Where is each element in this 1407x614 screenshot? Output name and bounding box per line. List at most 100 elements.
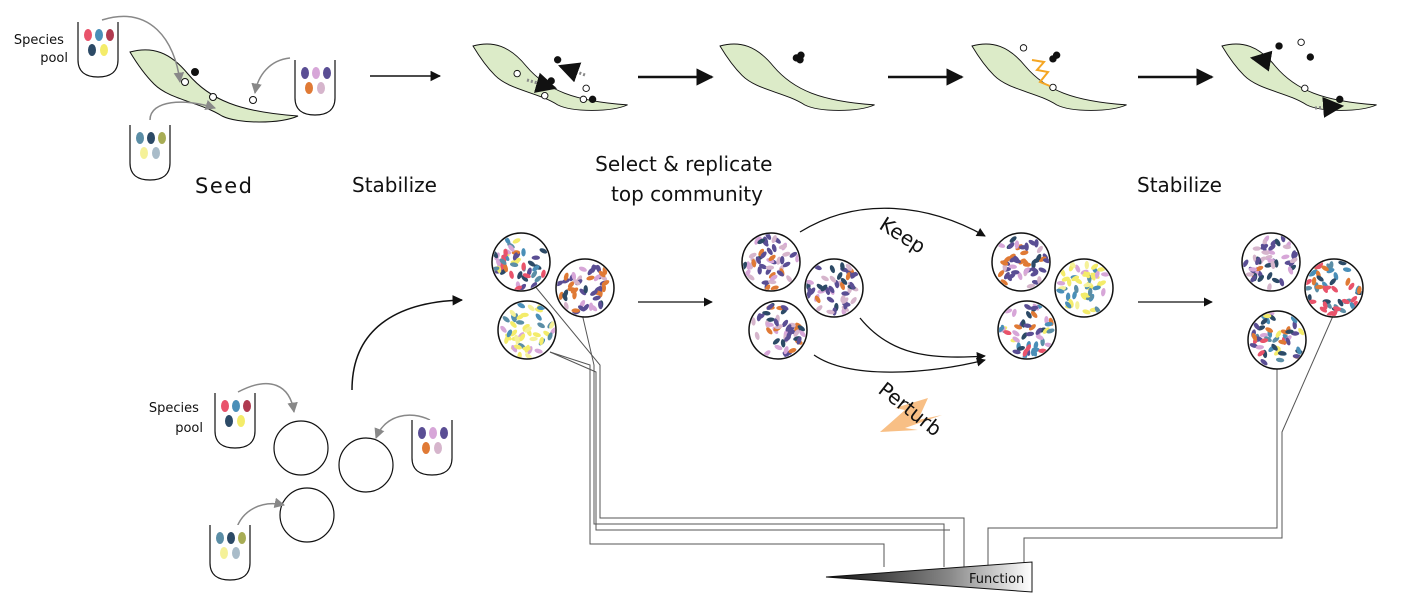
species-dot	[191, 68, 199, 76]
community-plate	[1054, 258, 1114, 318]
species-cell	[100, 44, 108, 56]
species-dot	[547, 77, 555, 85]
species-pool-beaker	[294, 60, 336, 116]
cell	[1065, 301, 1072, 309]
cell	[521, 248, 526, 257]
species-cell	[434, 442, 442, 454]
community-plate	[1247, 310, 1307, 370]
top-seed-arrows	[101, 15, 291, 121]
cell	[782, 319, 789, 328]
community-plate	[491, 232, 551, 292]
species-cell	[429, 427, 437, 439]
cell	[1281, 254, 1290, 260]
species-cell	[95, 29, 103, 41]
cell	[572, 279, 581, 286]
cell	[1092, 285, 1101, 291]
cell	[761, 280, 770, 285]
cell	[778, 244, 787, 250]
cell	[1350, 295, 1358, 303]
cell	[1255, 345, 1264, 350]
cell	[1261, 250, 1270, 255]
cell	[1332, 309, 1338, 316]
cell	[1328, 261, 1334, 270]
cell	[1056, 280, 1066, 286]
cell	[521, 275, 529, 282]
cell	[1034, 239, 1039, 248]
species-dot	[1297, 38, 1305, 46]
cell	[524, 344, 530, 353]
cell	[780, 305, 789, 311]
cell	[764, 284, 771, 290]
cell	[509, 262, 519, 267]
species-cell	[84, 29, 92, 41]
cell	[578, 266, 587, 272]
cell	[1275, 357, 1285, 363]
cell	[598, 270, 606, 278]
cell	[1316, 275, 1324, 282]
cell	[1257, 275, 1265, 282]
cell	[517, 302, 526, 309]
species-dot	[579, 95, 588, 104]
cell	[797, 325, 805, 332]
cell	[788, 348, 797, 354]
cell	[776, 256, 782, 265]
cell	[590, 304, 598, 312]
species-cell	[221, 400, 229, 412]
cell	[504, 236, 511, 245]
cell	[515, 320, 525, 325]
cell	[1044, 321, 1053, 327]
cell	[1003, 256, 1011, 263]
cell	[1030, 305, 1039, 311]
cell	[829, 275, 837, 283]
cell	[508, 244, 515, 252]
cell	[1025, 331, 1035, 337]
community-plate	[804, 258, 864, 318]
species-dot	[1306, 53, 1315, 61]
cell	[748, 252, 757, 259]
cell	[1017, 271, 1023, 281]
cell	[760, 251, 767, 259]
cell	[549, 321, 555, 329]
cell	[779, 256, 785, 265]
cell	[1287, 266, 1294, 275]
cell	[1035, 253, 1042, 262]
cell	[1260, 318, 1268, 325]
cell	[1248, 267, 1257, 272]
cell	[1025, 311, 1032, 319]
cell	[511, 345, 518, 353]
cell	[503, 264, 509, 273]
cell	[1275, 330, 1282, 338]
species-pool-beaker	[411, 420, 453, 476]
cell	[519, 333, 526, 342]
cell	[535, 313, 542, 321]
cell	[1345, 277, 1351, 286]
community-plate	[741, 232, 801, 292]
cell	[1265, 327, 1274, 333]
cell	[1274, 259, 1279, 268]
cell	[1291, 250, 1297, 259]
movement-arrow	[558, 62, 586, 83]
cell	[759, 263, 767, 270]
species-cell	[140, 147, 148, 159]
cell	[765, 322, 774, 327]
cell	[1271, 343, 1278, 351]
cell	[1090, 272, 1096, 281]
cell	[509, 270, 514, 279]
cell	[1012, 336, 1020, 343]
cell	[579, 288, 587, 296]
cell	[1357, 286, 1362, 295]
landscape-row	[129, 38, 1377, 123]
cell	[774, 344, 783, 351]
cell	[1315, 284, 1324, 290]
cell	[570, 287, 579, 294]
cell	[850, 297, 857, 305]
cell	[850, 271, 857, 279]
cell	[1266, 272, 1273, 280]
cell	[815, 305, 823, 312]
cell	[601, 283, 606, 293]
species-cell	[232, 547, 240, 559]
cell	[510, 329, 518, 337]
bottom-seed-arrows	[235, 382, 431, 531]
cell	[773, 318, 779, 327]
seed-label: Seed	[195, 174, 254, 198]
